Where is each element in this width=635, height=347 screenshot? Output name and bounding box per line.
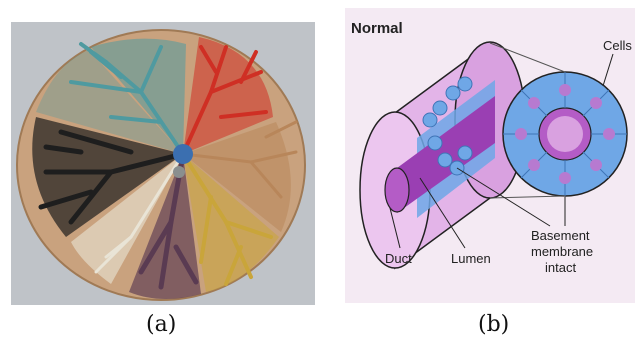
caption-a: (a) [146,312,176,337]
normal-duct-diagram: Normal [345,8,635,303]
central-grey-duct [173,166,185,178]
ductal-cast-illustration [11,22,315,305]
label-basement: Basement [531,228,590,243]
label-membrane: membrane [531,244,593,259]
duct-schematic: Normal [345,8,635,303]
label-cells: Cells [603,38,632,53]
lumen-opening [385,168,409,212]
label-lumen: Lumen [451,251,491,266]
cross-section-lumen-center [547,116,583,152]
ductal-cast-photo [11,22,315,305]
label-intact: intact [545,260,576,275]
caption-b: (b) [478,312,509,337]
connector-bottom [490,196,565,198]
leader-cells [603,54,613,86]
diagram-title: Normal [351,20,403,37]
central-blue-duct [173,144,193,164]
label-duct: Duct [385,251,412,266]
